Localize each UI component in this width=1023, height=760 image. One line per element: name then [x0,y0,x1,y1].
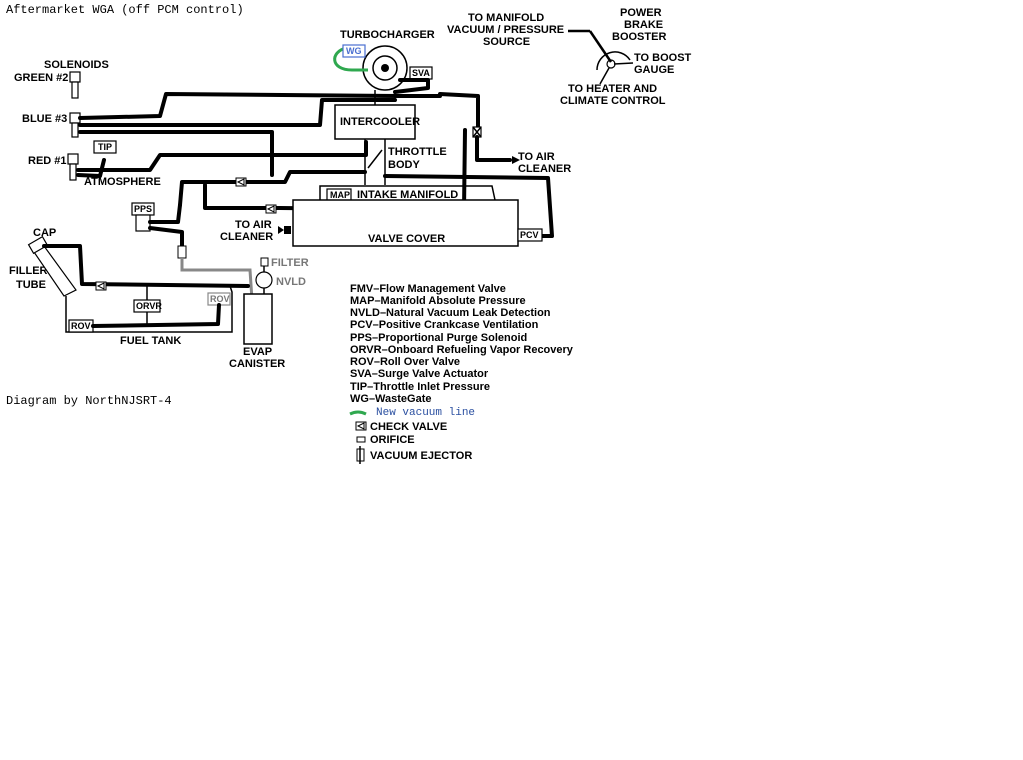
evap-canister [243,293,273,345]
to-manifold-label-3: SOURCE [483,36,530,48]
green-solenoid [69,71,81,99]
intercooler-label: INTERCOOLER [340,116,420,128]
solenoids-label: SOLENOIDS [44,59,109,71]
heater-label-2: CLIMATE CONTROL [560,95,666,107]
legend-item: PPS–Proportional Purge Solenoid [350,332,527,344]
legend-item: ROV–Roll Over Valve [350,356,460,368]
evap-label-1: EVAP [243,346,272,358]
diagram-title: Aftermarket WGA (off PCM control) [6,3,244,17]
pcv-box [517,228,543,242]
orvr-label: ORVR [136,301,162,311]
wg-label: WG [346,46,362,56]
check-valve-icon [355,421,367,431]
to-air-cleaner-left-2: CLEANER [220,231,273,243]
boost-label-1: TO BOOST [634,52,692,64]
pps-label: PPS [134,204,152,214]
power-label-1: POWER [620,7,662,19]
pps-solenoid [135,214,151,232]
legend-item: WG–WasteGate [350,393,432,405]
legend: FMV–Flow Management Valve MAP–Manifold A… [349,283,574,464]
vacuum-ejector-legend-label: VACUUM EJECTOR [370,450,472,462]
to-air-cleaner-right-1: TO AIR [518,151,555,163]
wg-box [342,44,366,58]
heater-label-1: TO HEATER AND [568,83,657,95]
legend-item: NVLD–Natural Vacuum Leak Detection [350,307,551,319]
valve-cover-label: VALVE COVER [368,233,445,245]
vacuum-ejector-icon [356,446,365,464]
atmosphere-label: ATMOSPHERE [84,176,161,188]
filler-label-2: TUBE [16,279,46,291]
rov-left-label: ROV [71,321,91,331]
fuel-tank-label: FUEL TANK [120,335,181,347]
filler-tube [27,235,77,297]
red-solenoid [67,153,79,181]
green2-label: GREEN #2 [14,72,68,84]
turbocharger-label: TURBOCHARGER [340,29,435,41]
rov-right-label: ROV [210,294,230,304]
legend-item: TIP–Throttle Inlet Pressure [350,381,490,393]
to-manifold-label-2: VACUUM / PRESSURE [447,24,564,36]
power-label-2: BRAKE [624,19,663,31]
legend-item: ORVR–Onboard Refueling Vapor Recovery [350,344,574,356]
fuel-tank [65,285,233,333]
pcv-label: PCV [520,230,539,240]
to-air-cleaner-left-1: TO AIR [235,219,272,231]
turbocharger [362,45,408,102]
power-label-3: BOOSTER [612,31,666,43]
legend-item: MAP–Manifold Absolute Pressure [350,295,526,307]
orifice-legend-label: ORIFICE [370,434,415,446]
red1-label: RED #1 [28,155,67,167]
legend-item: PCV–Positive Crankcase Ventilation [350,319,539,331]
intake-manifold [319,185,496,201]
filler-label-1: FILLER [9,265,48,277]
intake-manifold-label: INTAKE MANIFOLD [357,189,458,201]
new-line-legend-label: New vacuum line [376,407,475,419]
diagram-credit: Diagram by NorthNJSRT-4 [6,394,172,408]
tip-label: TIP [98,142,112,152]
orifice-icon [356,436,366,443]
check-valve-legend-label: CHECK VALVE [370,421,447,433]
throttle-label-2: BODY [388,159,420,171]
to-manifold-label-1: TO MANIFOLD [468,12,544,24]
throttle-label-1: THROTTLE [388,146,447,158]
evap-label-2: CANISTER [229,358,285,370]
tip-box [93,140,117,154]
legend-item: SVA–Surge Valve Actuator [350,368,489,380]
to-air-cleaner-right-2: CLEANER [518,163,571,175]
boost-label-2: GAUGE [634,64,674,76]
cap-label: CAP [33,227,56,239]
legend-item: FMV–Flow Management Valve [350,283,506,295]
nvld-label: NVLD [276,276,306,288]
valve-cover [292,199,519,247]
brake-booster-fitting [568,29,634,85]
new-line-swatch [349,410,367,416]
sva-label: SVA [412,68,430,78]
filter-label: FILTER [271,257,309,269]
map-label: MAP [330,190,350,200]
blue3-label: BLUE #3 [22,113,67,125]
new-vacuum-line [333,46,368,72]
nvld-valve [255,271,273,289]
filter-icon [260,257,269,267]
